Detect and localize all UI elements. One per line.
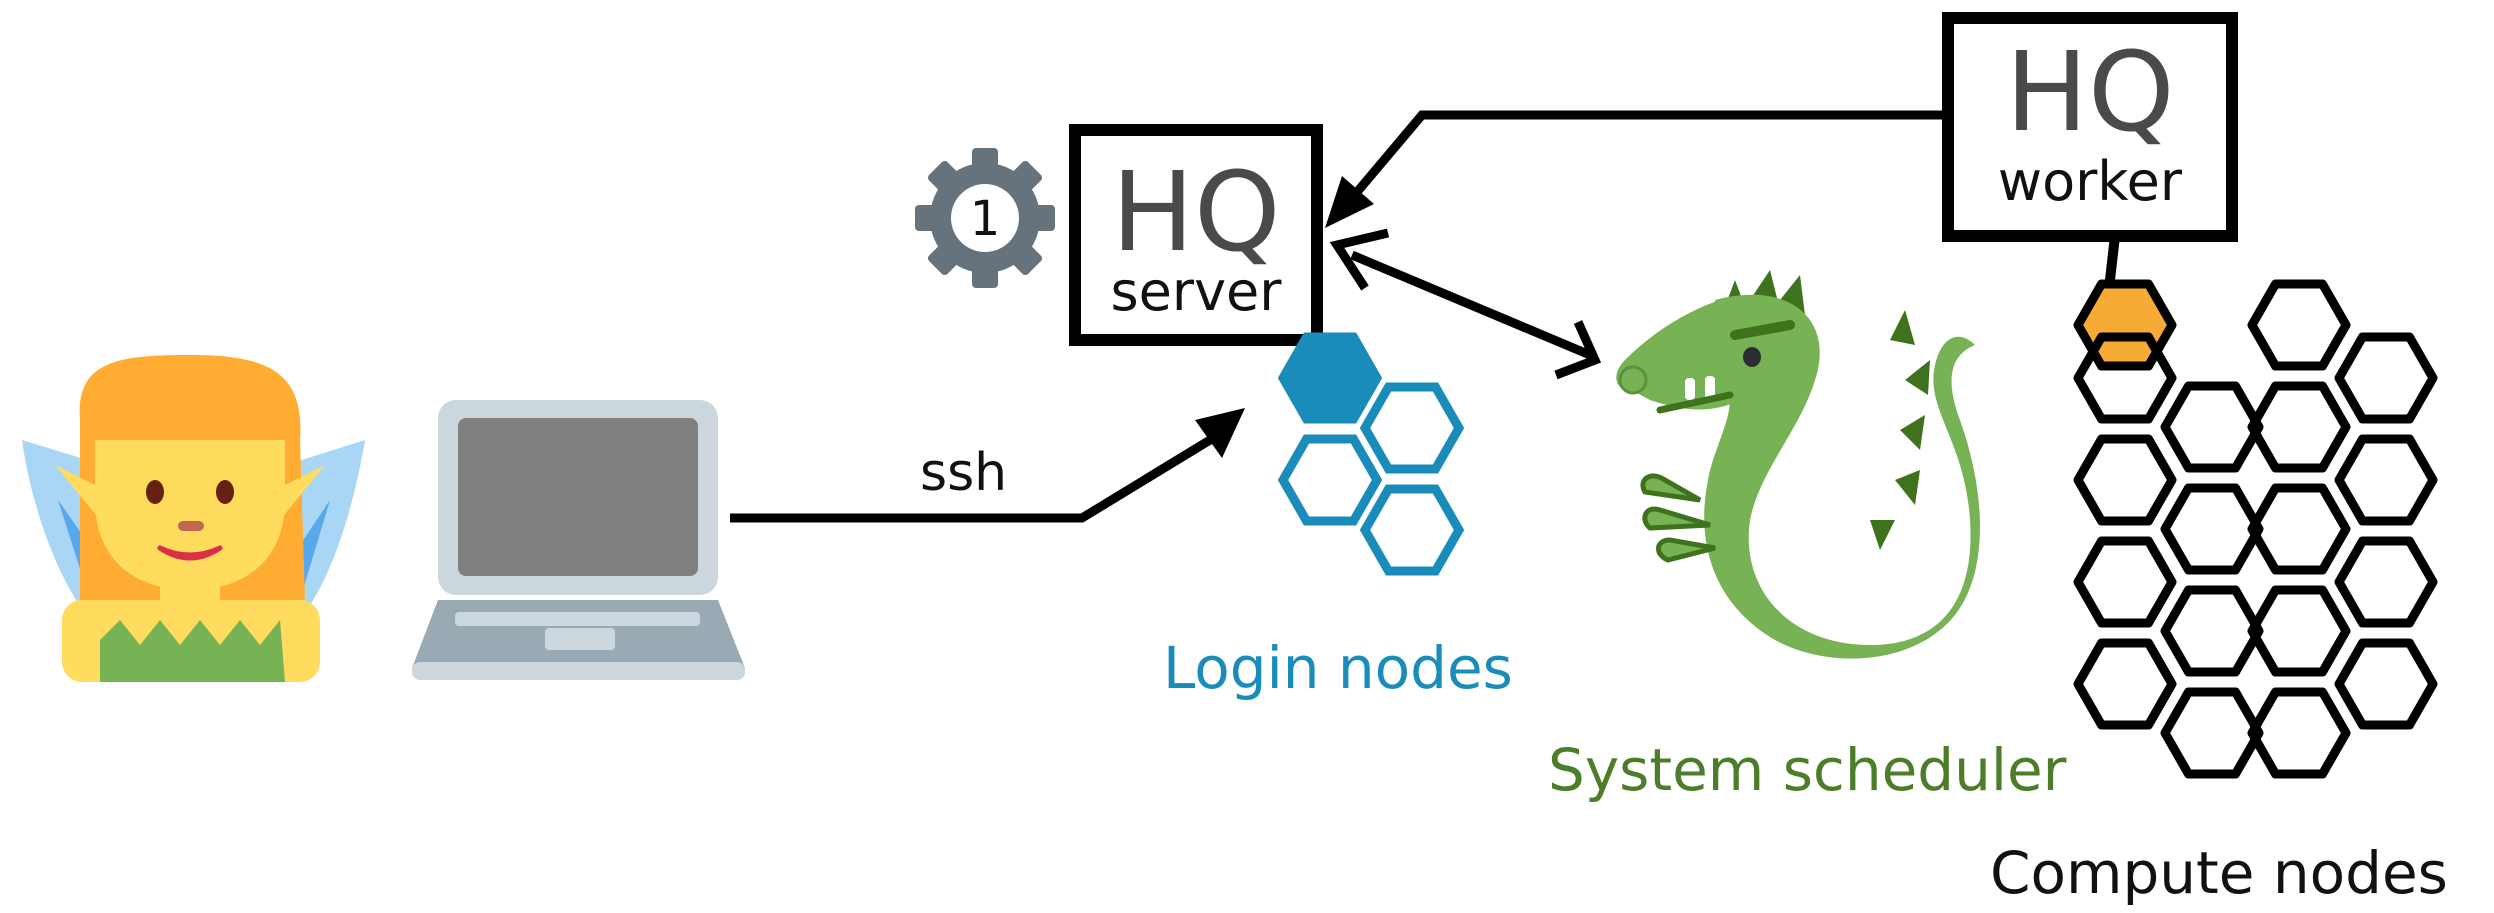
login-node-active bbox=[1283, 337, 1377, 419]
scheduler-end-arrowhead bbox=[1554, 320, 1602, 380]
ssh-connection-line bbox=[730, 436, 1213, 523]
compute-node bbox=[2334, 434, 2438, 526]
fairy-icon bbox=[22, 355, 365, 682]
compute-nodes-label: Compute nodes bbox=[1990, 839, 2448, 907]
dragon-icon bbox=[1616, 270, 1980, 659]
ssh-label: ssh bbox=[920, 443, 1007, 503]
login-node bbox=[1283, 439, 1377, 521]
scheduler-label: System scheduler bbox=[1548, 736, 2067, 804]
server-box-title: HQ bbox=[1111, 148, 1280, 276]
compute-node bbox=[2073, 434, 2177, 526]
worker-box-subtitle: worker bbox=[1998, 150, 2183, 213]
server-scheduler-line bbox=[1350, 250, 1592, 360]
gear-badge-number: 1 bbox=[970, 191, 1001, 247]
server-end-arrowhead bbox=[1329, 228, 1390, 291]
compute-node bbox=[2334, 638, 2438, 730]
hq-worker-box: HQ worker bbox=[1942, 12, 2238, 242]
compute-node bbox=[2160, 585, 2264, 677]
ssh-arrowhead bbox=[1195, 408, 1245, 458]
compute-node bbox=[2073, 332, 2177, 424]
compute-node bbox=[2334, 332, 2438, 424]
login-node bbox=[1365, 489, 1459, 571]
server-box-subtitle: server bbox=[1111, 260, 1283, 323]
compute-node bbox=[2247, 279, 2351, 371]
login-node bbox=[1365, 387, 1459, 469]
worker-box-title: HQ bbox=[2005, 28, 2174, 156]
worker-to-server-arrowhead bbox=[1325, 176, 1374, 228]
gear-icon: 1 bbox=[915, 148, 1055, 288]
compute-node bbox=[2247, 381, 2351, 473]
laptop-icon bbox=[412, 400, 745, 680]
compute-node bbox=[2160, 687, 2264, 779]
compute-node-grid bbox=[2073, 279, 2438, 779]
compute-node bbox=[2073, 638, 2177, 730]
compute-node bbox=[2073, 536, 2177, 628]
login-node-cluster bbox=[1283, 337, 1459, 571]
compute-node bbox=[2334, 536, 2438, 628]
compute-node bbox=[2247, 687, 2351, 779]
compute-node bbox=[2160, 381, 2264, 473]
compute-node bbox=[2247, 483, 2351, 575]
compute-node bbox=[2160, 483, 2264, 575]
worker-to-server-line bbox=[1348, 110, 1948, 201]
compute-node bbox=[2247, 585, 2351, 677]
worker-node-connector bbox=[2105, 235, 2120, 281]
hq-server-box: HQ server bbox=[1069, 124, 1323, 346]
login-nodes-label: Login nodes bbox=[1163, 634, 1513, 702]
